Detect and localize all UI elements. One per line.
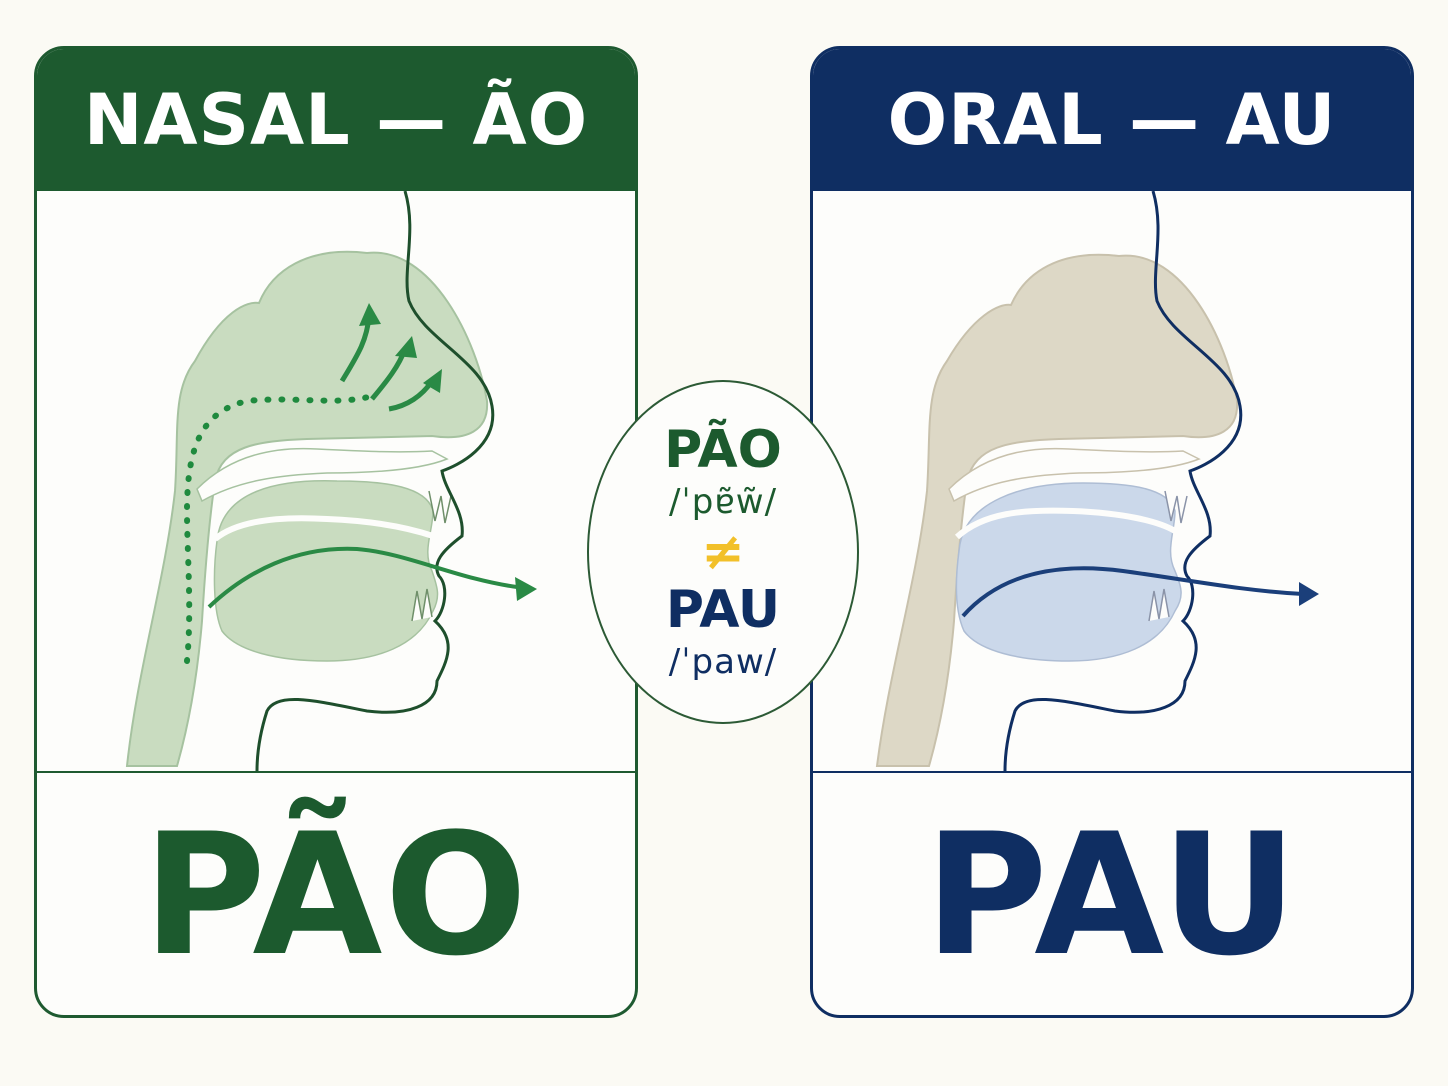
lower-teeth	[1148, 588, 1170, 622]
face-profile	[1003, 191, 1243, 771]
oral-illustration	[813, 191, 1411, 773]
upper-teeth	[1164, 490, 1188, 524]
comparison-ipa-oral: /ˈpaw/	[668, 642, 778, 682]
oral-card: ORAL — AU PAU	[810, 46, 1414, 1018]
upper-teeth	[428, 490, 452, 524]
nasal-cavity	[125, 250, 489, 767]
nasal-word: PÃO	[142, 796, 530, 993]
oral-vocal-tract-diagram	[875, 191, 1319, 771]
hard-palate	[948, 447, 1201, 503]
lower-teeth	[411, 588, 433, 622]
oral-airflow-arrow	[961, 566, 1304, 618]
nasal-illustration	[37, 191, 635, 773]
nasal-arrow-1-head	[359, 303, 381, 326]
oral-airflow-arrowhead	[515, 577, 537, 601]
comparison-word-nasal: PÃO	[664, 420, 782, 480]
tongue-line	[954, 507, 1177, 540]
comparison-word-oral: PAU	[665, 580, 781, 640]
hard-palate	[196, 447, 449, 503]
tongue-line	[213, 515, 434, 542]
nasal-airflow-dotted	[183, 393, 375, 664]
oral-airflow-arrowhead	[1299, 582, 1319, 606]
oral-cavity	[213, 480, 439, 662]
nasal-arrow-2-head	[395, 336, 417, 358]
nasal-card: NASAL — ÃO	[34, 46, 638, 1018]
comparison-bubble: PÃO /ˈpɐ̃w̃/ ≠ PAU /ˈpaw/	[587, 380, 859, 724]
comparison-ipa-nasal: /ˈpɐ̃w̃/	[668, 482, 778, 522]
nasal-arrow-3-head	[423, 369, 442, 393]
oral-word: PAU	[924, 796, 1300, 993]
nasal-vocal-tract-diagram	[125, 191, 537, 771]
not-equal-symbol: ≠	[701, 522, 745, 582]
oral-airflow-arrow	[207, 546, 518, 609]
oral-card-title: ORAL — AU	[813, 49, 1411, 191]
oral-cavity	[955, 482, 1182, 662]
nasal-card-title: NASAL — ÃO	[37, 49, 635, 191]
